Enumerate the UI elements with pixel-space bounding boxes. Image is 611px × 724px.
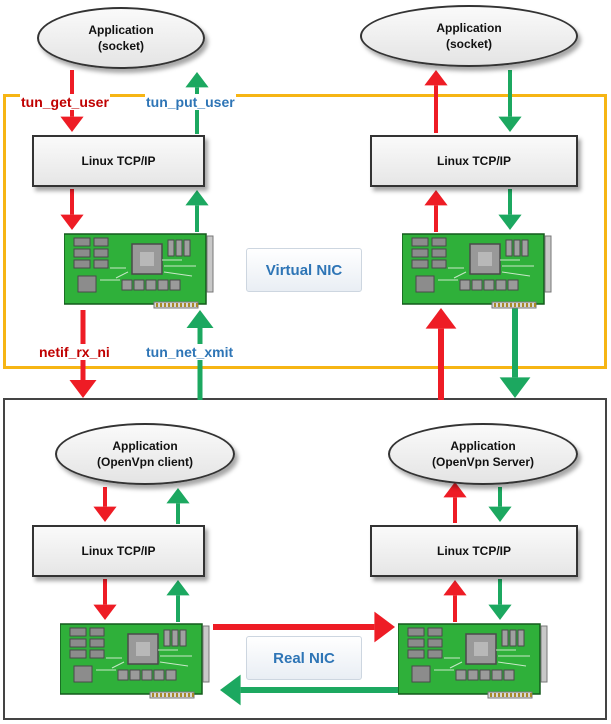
arrow-nic-to-tcp-left [185,190,209,232]
arrow-app-to-tcp-right [498,70,522,132]
bottom-right-linux-tcp-ip: Linux TCP/IP [370,525,578,577]
label-tun-net-xmit: tun_net_xmit [145,344,235,360]
top-left-app-line2: (socket) [97,39,144,53]
bottom-left-linux-tcp-ip: Linux TCP/IP [32,525,205,577]
top-right-linux-tcp-ip: Linux TCP/IP [370,135,578,187]
arrow-tcp-to-server [443,482,467,523]
top-right-app-line1: Application [436,21,502,35]
arrow-server-to-tcp [488,487,512,522]
bottom-right-app-line1: Application [450,439,516,453]
arrow-nic-down-to-server [499,308,531,398]
arrow-tcp-to-nic-right [498,189,522,230]
arrow-client-to-tcp [93,487,117,522]
bottom-left-app-line1: Application [112,439,178,453]
network-interface-card-icon [60,623,210,699]
label-netif-rx-ni: netif_rx_ni [38,344,111,360]
arrow-tcp-to-client [166,488,190,524]
virtual-nic-label: Virtual NIC [246,248,362,292]
top-left-application: Application (socket) [37,7,205,69]
top-right-app-line2: (socket) [445,37,492,51]
arrow-nic-to-tcp-right [424,190,448,232]
arrow-real-nic-left-to-right [213,611,395,643]
top-left-linux-tcp-ip: Linux TCP/IP [32,135,205,187]
arrow-server-up-to-nic [425,308,457,400]
arrow-real-nic-to-tcp-left [166,580,190,622]
label-tun-put-user: tun_put_user [145,94,236,110]
bottom-left-application: Application (OpenVpn client) [55,423,235,485]
real-nic-label: Real NIC [246,636,362,680]
top-right-application: Application (socket) [360,5,578,67]
bottom-right-app-line2: (OpenVpn Server) [431,455,535,469]
bottom-right-application: Application (OpenVpn Server) [388,423,578,485]
arrow-real-nic-to-tcp-right [443,580,467,622]
network-interface-card-icon [64,233,214,309]
arrow-real-nic-right-to-left [220,674,398,706]
virtual-nic-frame [3,94,607,369]
arrow-tun-net-xmit-up [186,310,214,400]
real-nic-frame [3,398,607,720]
arrow-tcp-to-real-nic-right [488,579,512,620]
arrow-tcp-to-app-right [424,70,448,133]
arrow-tcp-to-nic-left [60,189,84,230]
network-interface-card-icon [398,623,548,699]
top-left-app-line1: Application [88,23,154,37]
network-interface-card-icon [402,233,552,309]
bottom-left-app-line2: (OpenVpn client) [97,455,193,469]
arrow-tcp-to-real-nic-left [93,579,117,620]
label-tun-get-user: tun_get_user [20,94,110,110]
